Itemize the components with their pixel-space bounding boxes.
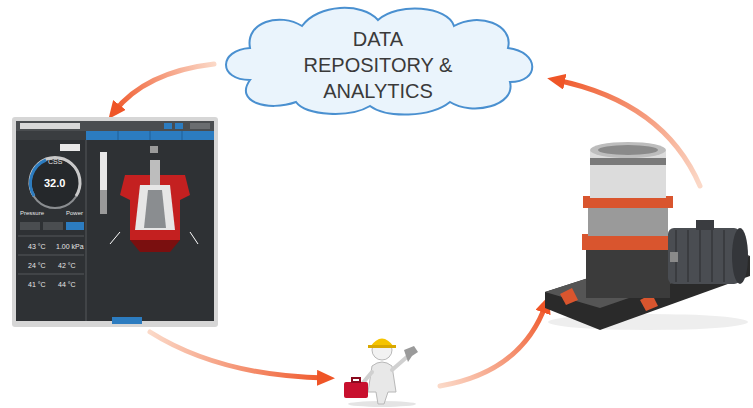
dashboard-screen-part xyxy=(60,144,80,151)
dashboard-screen-part xyxy=(20,222,40,230)
cone-crusher-part xyxy=(598,145,658,155)
dashboard-screen-part xyxy=(16,121,214,131)
dashboard-screen-part xyxy=(30,160,46,196)
cone-crusher-part xyxy=(588,206,668,236)
arrow-screen-to-worker xyxy=(150,332,326,378)
cone-crusher-part xyxy=(696,220,714,230)
dashboard-screen-part xyxy=(66,222,84,230)
dashboard-screen-part xyxy=(18,274,84,275)
dashboard-screen-part xyxy=(30,157,80,196)
worker-figure xyxy=(344,339,418,408)
cone-crusher-part xyxy=(699,230,701,282)
crusher-cutaway xyxy=(110,160,198,252)
dashboard-screen-part xyxy=(100,152,107,214)
screen-reading: Pressure xyxy=(20,209,44,217)
screen-reading: 43 °C xyxy=(28,242,46,251)
dashboard-screen-part xyxy=(30,158,80,208)
dashboard-screen xyxy=(12,117,218,327)
arrow-worker-to-crusher xyxy=(440,304,546,386)
screen-reading: CSS xyxy=(48,157,62,166)
cone-crusher-part xyxy=(732,228,748,284)
cone-crusher-part xyxy=(687,230,689,282)
dashboard-screen-part xyxy=(150,131,151,140)
worker-figure-part xyxy=(392,356,408,370)
dashboard-screen-part xyxy=(20,123,80,129)
arrow-cloud-to-screen xyxy=(114,64,214,112)
crusher-cutaway-part xyxy=(190,232,198,244)
dashboard-screen-part xyxy=(18,236,84,237)
cone-crusher xyxy=(545,142,750,330)
screen-reading: 24 °C xyxy=(28,261,46,270)
dashboard-screen-part xyxy=(16,131,86,140)
cloud-node: DATA REPOSITORY & ANALYTICS xyxy=(210,0,546,120)
dashboard-screen-part xyxy=(112,317,142,324)
crusher-cutaway-part xyxy=(110,232,120,244)
dashboard-screen-part xyxy=(175,123,183,129)
screen-reading: 42 °C xyxy=(58,261,76,270)
worker-figure-part xyxy=(404,346,418,362)
crusher-cutaway-part xyxy=(144,190,166,228)
cone-crusher-part xyxy=(586,250,670,298)
cone-crusher-part xyxy=(711,230,713,282)
crusher-cutaway-part xyxy=(130,240,180,252)
dashboard-screen-part xyxy=(12,117,218,327)
dashboard-screen-part xyxy=(100,190,107,214)
screen-reading: 32.0 xyxy=(44,177,65,190)
cone-crusher-part xyxy=(668,228,740,284)
dashboard-screen-part xyxy=(150,146,158,153)
dashboard-screen-part xyxy=(164,123,172,129)
cloud-label: DATA REPOSITORY & ANALYTICS xyxy=(293,26,463,104)
cone-crusher-part xyxy=(582,234,674,250)
dashboard-screen-part xyxy=(182,131,183,140)
worker-figure-part xyxy=(368,345,396,348)
worker-figure-part xyxy=(344,382,368,398)
cone-crusher-part xyxy=(723,230,725,282)
dashboard-screen-part xyxy=(86,131,214,140)
cone-crusher-part xyxy=(560,288,578,305)
dashboard-screen-part xyxy=(118,131,119,140)
dashboard-screen-part xyxy=(16,121,214,321)
screen-reading: 44 °C xyxy=(58,280,76,289)
screen-reading: 41 °C xyxy=(28,280,46,289)
crusher-cutaway-part xyxy=(135,185,175,230)
dashboard-screen-part xyxy=(86,140,87,321)
dashboard-screen-part xyxy=(190,123,210,129)
worker-figure-part xyxy=(352,378,360,382)
cone-crusher-part xyxy=(590,142,666,158)
dashboard-screen-part xyxy=(43,222,63,230)
dashboard-screen-part xyxy=(18,255,84,256)
cone-crusher-part xyxy=(670,252,678,262)
cloud-outline xyxy=(226,8,532,115)
cone-crusher-part xyxy=(590,158,666,165)
screen-reading: Power xyxy=(66,209,83,217)
screen-reading: 1.00 kPa xyxy=(56,242,84,251)
crusher-cutaway-part xyxy=(150,160,160,185)
